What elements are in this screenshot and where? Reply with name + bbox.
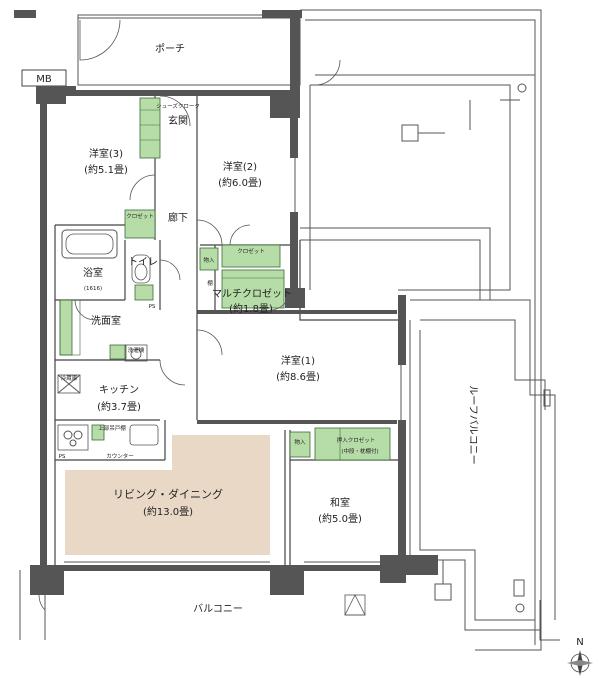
- porch-label: ポーチ: [155, 43, 185, 55]
- western3-size: (約5.1畳): [84, 163, 128, 176]
- washroom-label: 洗面室: [91, 314, 121, 327]
- multi-closet-size: (約1.8畳): [229, 302, 273, 315]
- fixture-labels: シューズクローク クロゼット クロゼット 物入 棚 押入クロゼット (中段・枕棚…: [59, 102, 379, 460]
- tana-label: 棚: [207, 279, 213, 287]
- japanese-name: 和室: [330, 496, 350, 509]
- walls: [30, 18, 438, 595]
- balcony-label: バルコニー: [193, 603, 243, 615]
- oshiire-note: (中段・枕棚付): [341, 447, 378, 455]
- bath-size: (1616): [84, 286, 102, 292]
- closets: [59, 97, 391, 461]
- storage-jp-label: 物入: [294, 438, 306, 446]
- western2-size: (約6.0畳): [218, 176, 262, 189]
- ps2-label: PS: [59, 454, 66, 460]
- fridge-label: 冷蔵庫: [61, 374, 78, 382]
- washer-label: 洗濯機: [128, 346, 145, 354]
- entrance-label: 玄関: [168, 114, 188, 127]
- mb-label: MB: [36, 74, 52, 85]
- kitchen-size: (約3.7畳): [97, 400, 141, 413]
- corridor-label: 廊下: [168, 211, 188, 224]
- multi-closet-name: マルチクロゼット: [212, 288, 292, 300]
- kitchen-storage-label: 上部吊戸棚: [98, 424, 126, 432]
- washroom-shelf: [59, 299, 73, 356]
- japanese-size: (約5.0畳): [318, 512, 362, 525]
- storage-jp: [289, 431, 311, 458]
- western2-name: 洋室(2): [223, 160, 257, 173]
- western3-name: 洋室(3): [89, 147, 123, 160]
- ps-space: [134, 284, 154, 301]
- oshiire-closet: [314, 427, 391, 461]
- living-size: (約13.0畳): [143, 505, 193, 518]
- toilet-label: トイレ: [128, 257, 158, 268]
- storage-small-label: 物入: [203, 256, 215, 264]
- oshiire-name: 押入クロゼット: [337, 436, 376, 444]
- closet-w3-label: クロゼット: [126, 212, 154, 220]
- living-dining-area: [65, 435, 270, 555]
- compass: N: [567, 637, 593, 676]
- closet-western3: [124, 209, 156, 239]
- roof-balcony-area: [299, 9, 560, 651]
- bath-name: 浴室: [83, 266, 103, 279]
- roof-balcony-label: ルーフバルコニー: [467, 385, 479, 464]
- western1-size: (約8.6畳): [276, 370, 320, 383]
- compass-north-label: N: [576, 637, 583, 648]
- multi-closet: [221, 269, 285, 309]
- ps1-label: PS: [149, 304, 156, 310]
- fridge-space: [109, 344, 127, 360]
- living-name: リビング・ダイニング: [113, 487, 223, 501]
- storage-small: [199, 247, 219, 271]
- closet-western2: [221, 244, 281, 268]
- western1-name: 洋室(1): [281, 354, 315, 367]
- doors: [38, 19, 341, 611]
- shoe-closet: [139, 97, 161, 159]
- kitchen-name: キッチン: [99, 384, 139, 396]
- fixtures: [57, 229, 366, 616]
- counter-label: カウンター: [106, 452, 134, 460]
- kitchen-cabinet: [91, 424, 105, 441]
- shoe-closet-label: シューズクローク: [156, 102, 200, 110]
- closet-w2-label: クロゼット: [237, 247, 265, 255]
- room-labels: ポーチ MB 玄関 洋室(3) (約5.1畳) 洋室(2) (約6.0畳) 廊下…: [36, 43, 479, 615]
- windows: [19, 158, 402, 640]
